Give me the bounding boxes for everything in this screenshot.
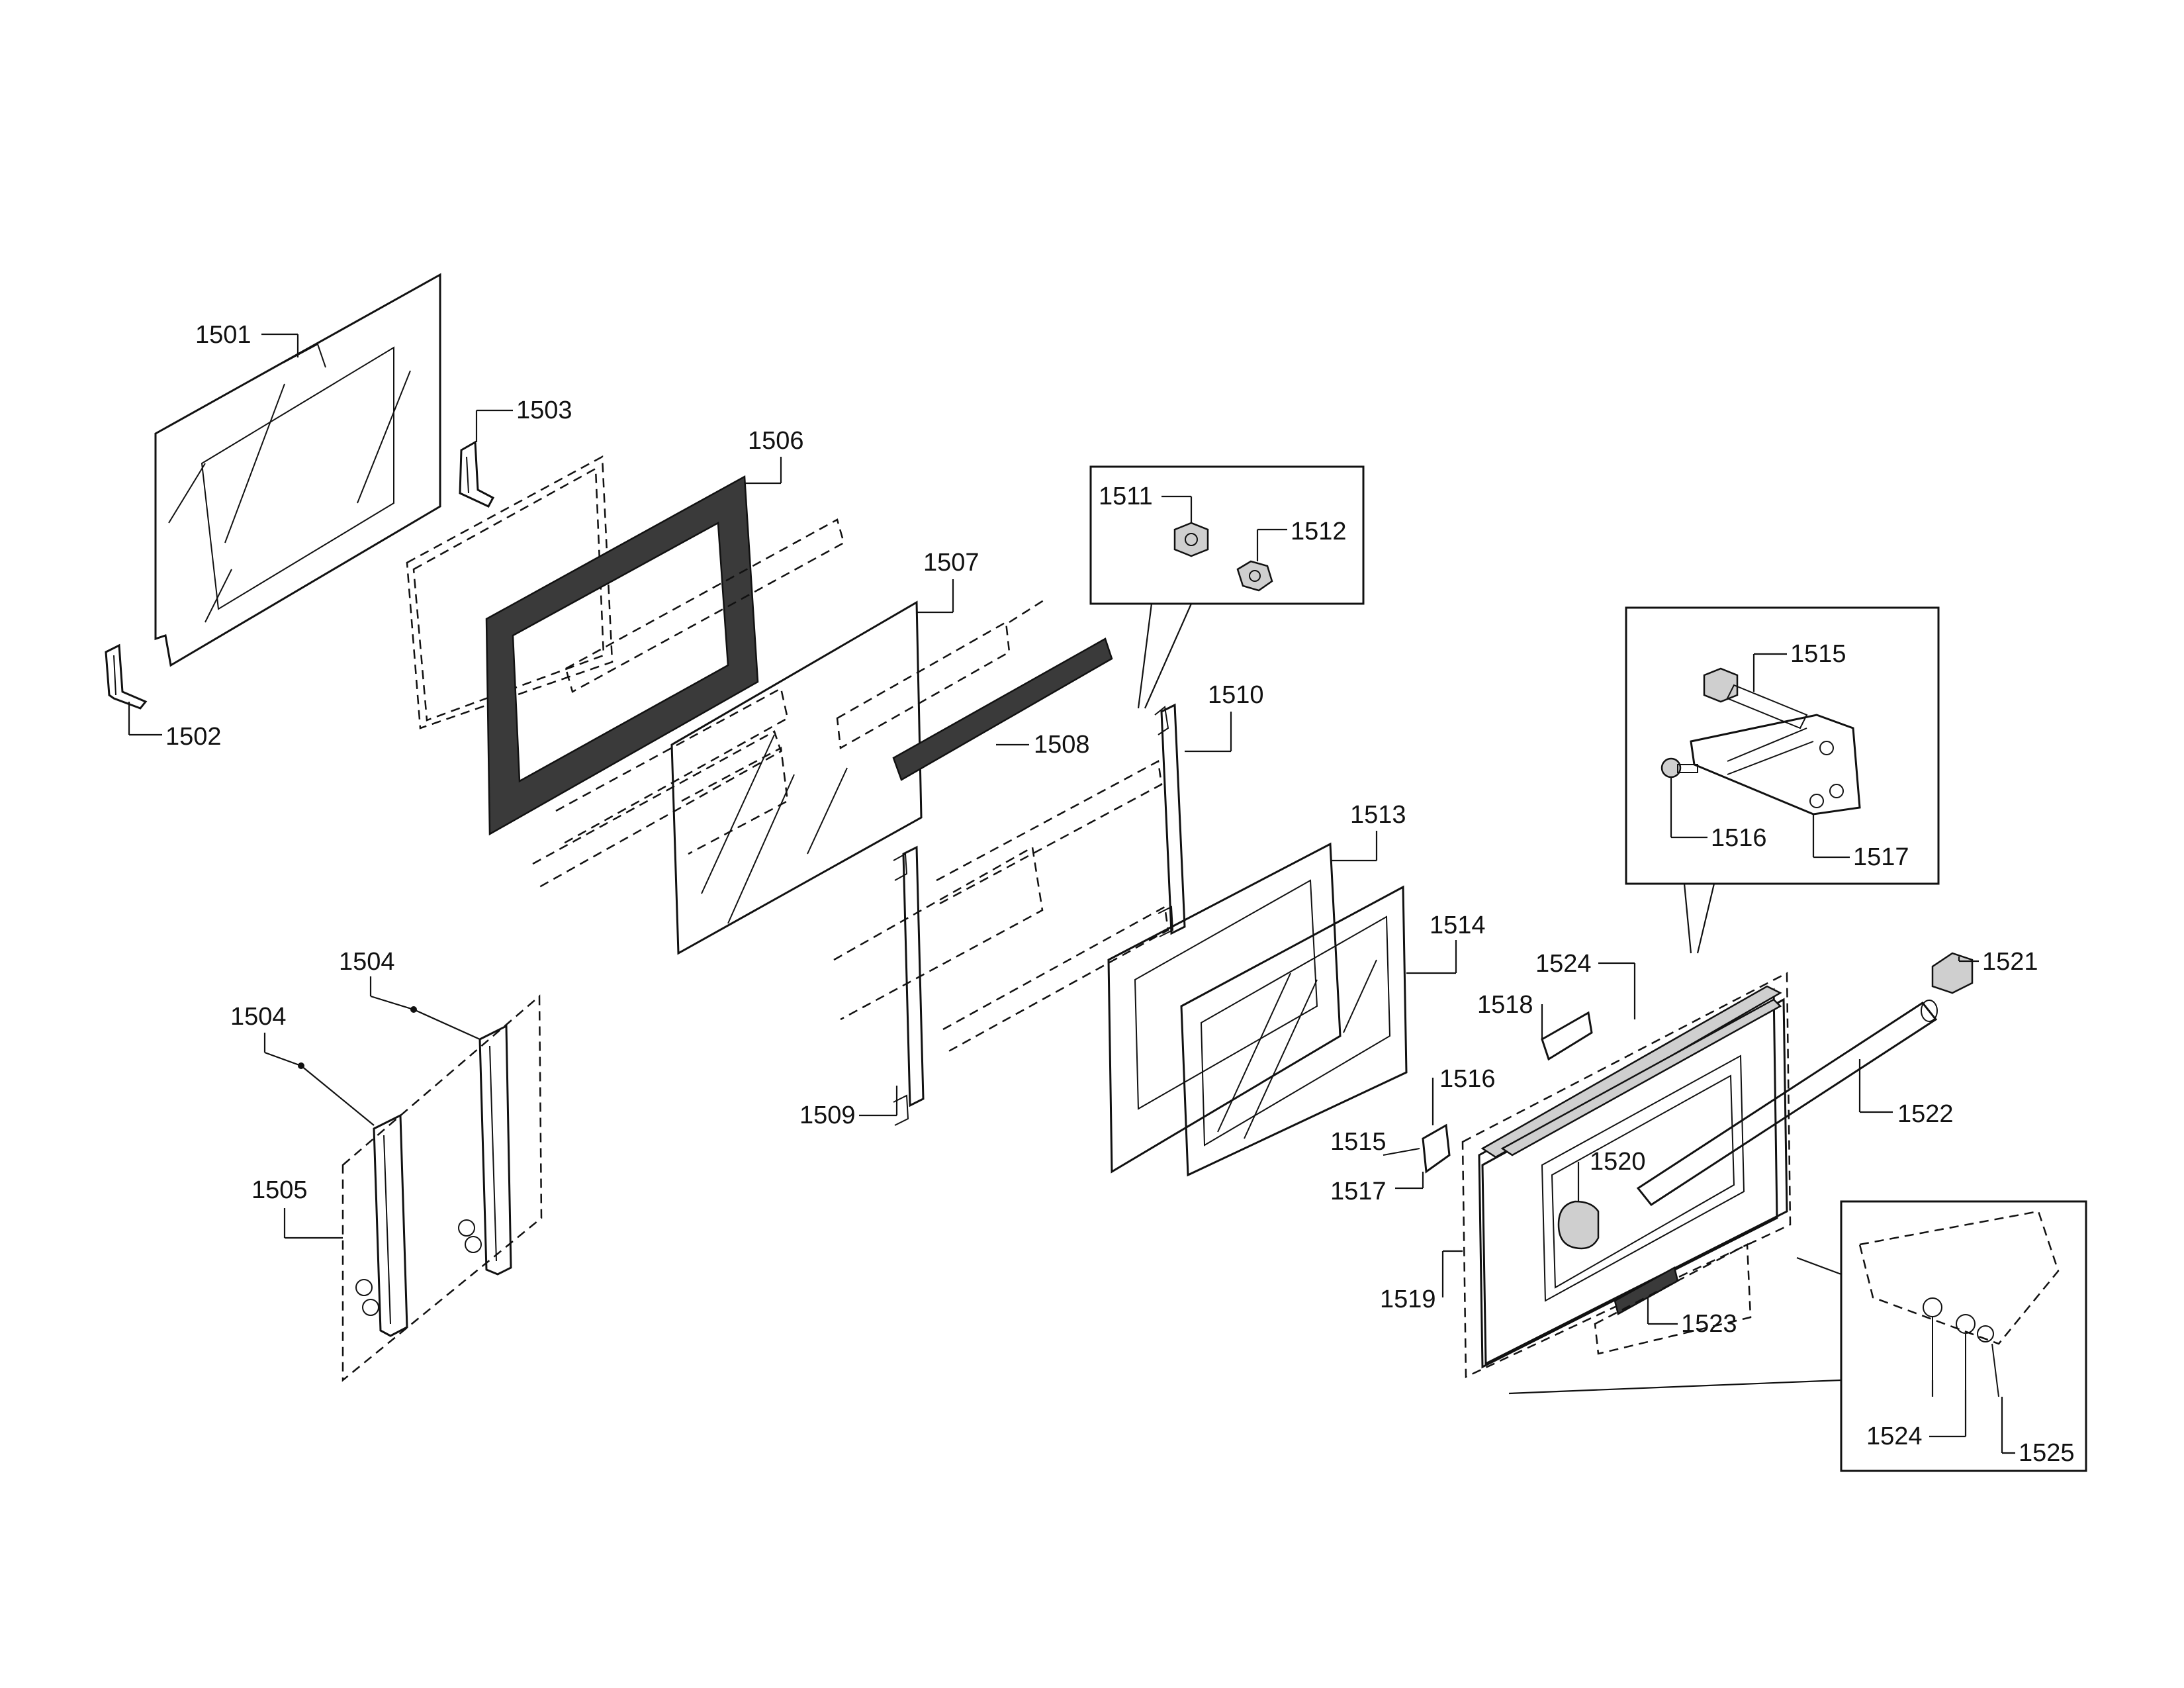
label-1518: 1518	[1477, 991, 1533, 1019]
part-1522-handle	[1636, 1000, 1938, 1206]
label-1525: 1525	[2019, 1439, 2075, 1467]
label-1509: 1509	[799, 1102, 856, 1129]
part-1502-bracket	[105, 643, 148, 710]
label-1517-detail: 1517	[1853, 843, 1909, 871]
part-1519-door-panel	[1461, 971, 1792, 1378]
label-1519: 1519	[1380, 1286, 1436, 1313]
part-1510-side-rail	[1154, 703, 1186, 937]
part-1520-knob	[1557, 1200, 1600, 1250]
label-1508: 1508	[1034, 731, 1090, 759]
part-1506-gasket-frame	[406, 455, 614, 729]
part-1508-strip	[892, 637, 1113, 781]
label-1515-detail: 1515	[1790, 640, 1846, 668]
part-1505-hinge-group	[298, 994, 543, 1382]
part-1507-glass	[670, 600, 923, 955]
label-1524-detail: 1524	[1866, 1423, 1923, 1450]
label-1505: 1505	[251, 1176, 308, 1204]
label-1520: 1520	[1590, 1148, 1646, 1176]
part-upper-channel	[836, 598, 1046, 750]
label-1513: 1513	[1350, 801, 1406, 829]
part-1523-badge	[1594, 1243, 1752, 1355]
label-1523: 1523	[1681, 1310, 1737, 1338]
detail-box-1511-1512	[1089, 465, 1365, 709]
detail-box-1515-1517	[1625, 606, 1940, 954]
part-channel-strips	[532, 518, 845, 888]
part-1505-hinge-right	[458, 1024, 512, 1276]
label-1524-top: 1524	[1535, 950, 1592, 978]
part-1501-glass-panel	[154, 273, 441, 667]
part-1516-1517-hinge	[1383, 1123, 1451, 1174]
label-1501: 1501	[195, 321, 251, 349]
part-1518-plate	[1541, 1011, 1593, 1061]
label-1510: 1510	[1208, 681, 1264, 709]
label-1512: 1512	[1291, 518, 1347, 545]
detail-box-1524-1525	[1508, 1200, 2087, 1472]
part-1509-side-rail	[893, 845, 925, 1126]
part-1506-door-frame	[485, 475, 759, 836]
label-1522: 1522	[1897, 1100, 1954, 1128]
label-1511: 1511	[1099, 483, 1153, 510]
label-1515: 1515	[1330, 1128, 1387, 1156]
label-1504-a: 1504	[230, 1003, 287, 1031]
part-1515-bolt	[1703, 667, 1808, 729]
label-1517: 1517	[1330, 1178, 1387, 1205]
part-1503-bracket	[459, 440, 495, 508]
label-1516: 1516	[1439, 1065, 1496, 1093]
part-labels: 1501 1502 1503 1504 1504 1505 1506 1507 …	[128, 321, 2075, 1467]
label-1503: 1503	[516, 397, 572, 424]
part-1512-nut	[1236, 560, 1273, 592]
label-1506: 1506	[748, 427, 804, 455]
part-1505-hinge-left	[355, 1113, 408, 1337]
label-1521: 1521	[1982, 948, 2038, 976]
part-1516-screw	[1661, 757, 1698, 778]
label-1504-b: 1504	[339, 948, 395, 976]
label-1507: 1507	[923, 549, 979, 577]
part-rail-cross-strips	[833, 760, 1169, 1054]
part-1514-glass	[1180, 885, 1408, 1177]
part-1521-cap	[1931, 952, 1974, 994]
part-1513-frame	[1107, 842, 1342, 1174]
label-1516-detail: 1516	[1711, 824, 1767, 852]
label-1514: 1514	[1430, 912, 1486, 939]
label-1502: 1502	[165, 723, 222, 751]
part-1511-nut	[1173, 522, 1209, 557]
